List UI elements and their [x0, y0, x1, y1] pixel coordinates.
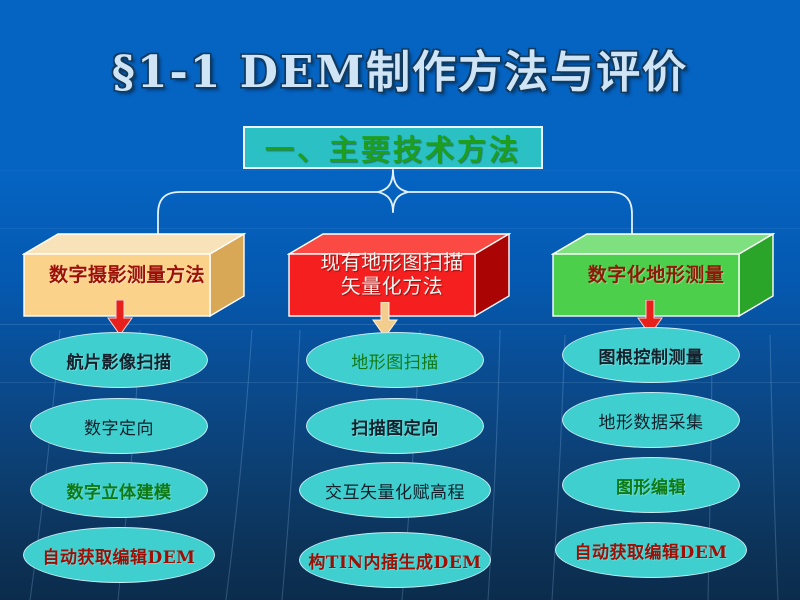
step-ellipse[interactable]: 扫描图定向: [306, 398, 484, 454]
cube-shape: [22, 232, 246, 318]
method-box-photogrammetry[interactable]: 数字摄影测量方法: [22, 232, 246, 320]
step-ellipse[interactable]: 航片影像扫描: [30, 332, 208, 388]
step-ellipse[interactable]: 地形数据采集: [562, 392, 740, 448]
method-box-label: 数字化地形测量: [587, 263, 725, 286]
background-band: [0, 228, 800, 229]
background-band: [0, 170, 800, 171]
step-ellipse[interactable]: 构TIN内插生成DEM: [299, 532, 491, 588]
step-ellipse[interactable]: 数字定向: [30, 398, 208, 454]
method-box-digital-topo-survey[interactable]: 数字化地形测量: [551, 232, 775, 320]
method-box-label: 数字摄影测量方法: [48, 263, 205, 286]
subtitle-box: 一、主要技术方法: [243, 126, 543, 169]
step-ellipse[interactable]: 图根控制测量: [562, 327, 740, 383]
step-ellipse[interactable]: 交互矢量化赋高程: [299, 462, 491, 518]
method-box-label: 现有地形图扫描 矢量化方法: [320, 250, 464, 298]
step-ellipse[interactable]: 数字立体建模: [30, 462, 208, 518]
step-ellipse[interactable]: 图形编辑: [562, 457, 740, 513]
method-box-map-scan-vector[interactable]: 现有地形图扫描 矢量化方法: [287, 232, 511, 320]
step-ellipse[interactable]: 自动获取编辑DEM: [555, 522, 747, 578]
step-ellipse[interactable]: 自动获取编辑DEM: [23, 527, 215, 583]
red-down-arrow: [107, 300, 133, 336]
step-ellipse[interactable]: 地形图扫描: [306, 332, 484, 388]
tan-down-arrow: [372, 302, 398, 338]
page-title: §1-1 DEM制作方法与评价: [111, 47, 689, 98]
background-band: [0, 324, 800, 325]
